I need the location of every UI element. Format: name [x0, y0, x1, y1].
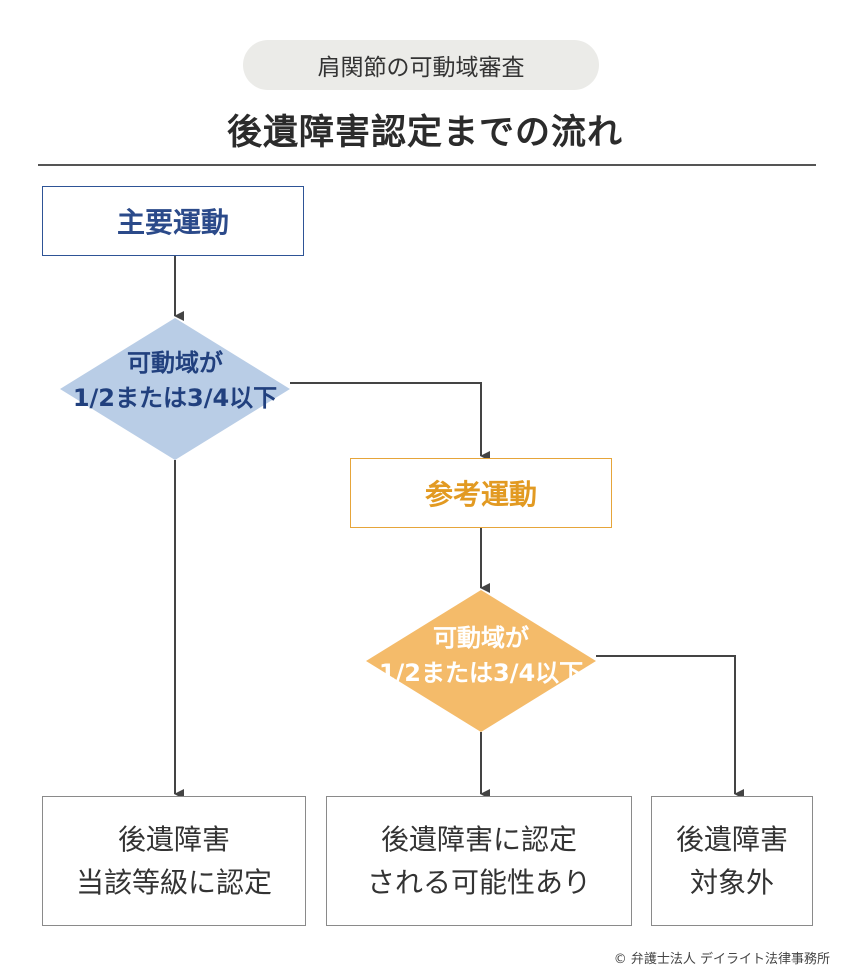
result2-line1: 後遺障害に認定	[380, 822, 577, 856]
result1-line1: 後遺障害	[117, 822, 230, 856]
connector-decision2-to-result3	[596, 655, 744, 799]
result2-line2: される可能性あり	[366, 866, 591, 899]
result-box-possible: 後遺障害に認定 される可能性あり	[326, 796, 632, 926]
connector-decision1-to-reference	[290, 382, 490, 461]
result3-line1: 後遺障害	[675, 822, 788, 856]
copyright-notice: © 弁護士法人 デイライト法律事務所	[613, 952, 830, 967]
result-box-certified: 後遺障害 当該等級に認定	[42, 796, 306, 926]
decision1-text: 可動域が 1/2または3/4以下	[40, 346, 310, 416]
decision2-line2: 1/2または3/4以下	[378, 658, 584, 687]
decision-diamond-1	[60, 318, 290, 460]
result3-line2: 対象外	[689, 866, 774, 899]
decision1-line1: 可動域が	[127, 349, 223, 377]
category-label: 肩関節の可動域審査	[317, 55, 525, 81]
decision2-text: 可動域が 1/2または3/4以下	[336, 621, 626, 691]
main-motion-box: 主要運動	[42, 186, 304, 256]
reference-motion-label: 参考運動	[424, 478, 537, 511]
decision2-line1: 可動域が	[433, 624, 529, 652]
category-pill: 肩関節の可動域審査	[243, 40, 599, 90]
result-box-excluded: 後遺障害 対象外	[651, 796, 813, 926]
page-title: 後遺障害認定までの流れ	[226, 113, 623, 153]
main-motion-label: 主要運動	[116, 206, 229, 239]
decision-diamond-2	[366, 590, 596, 732]
result1-line2: 当該等級に認定	[75, 866, 272, 899]
title-divider	[38, 164, 816, 166]
decision1-line2: 1/2または3/4以下	[72, 383, 278, 412]
reference-motion-box: 参考運動	[350, 458, 612, 528]
